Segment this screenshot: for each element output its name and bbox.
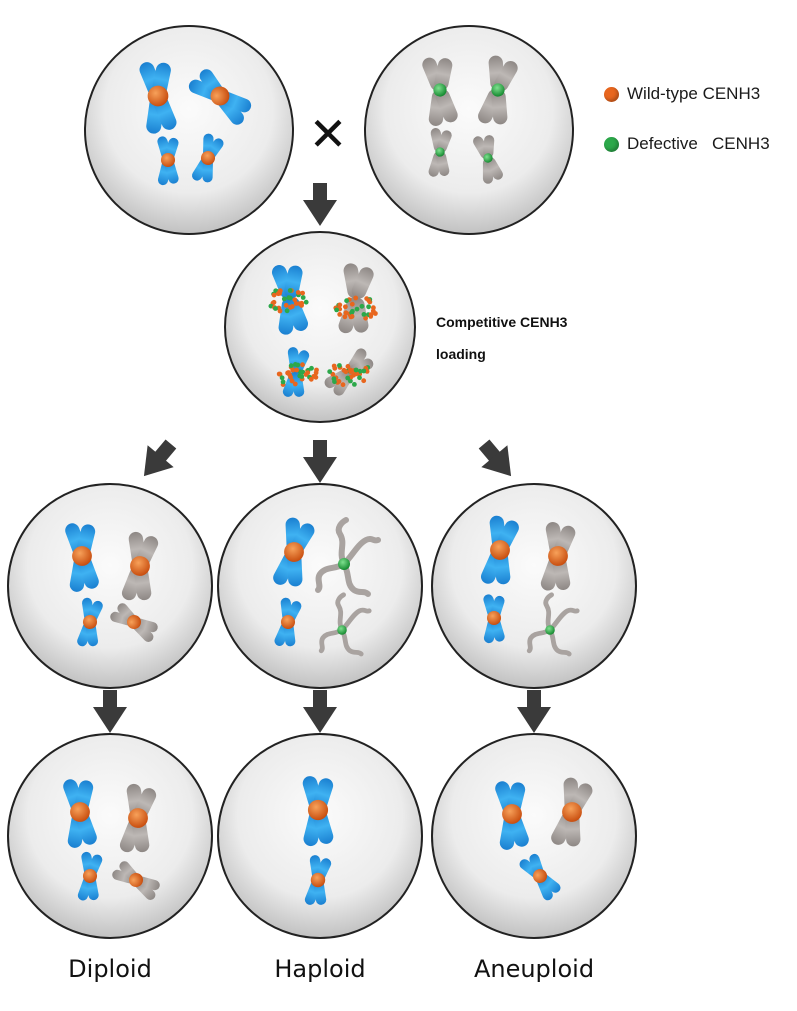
chromosome-paternal-2 [478, 55, 518, 125]
chromosome-dip-int-2 [121, 531, 159, 601]
arrow-aneuploid-down [517, 690, 551, 733]
legend-wildtype-swatch [604, 86, 619, 102]
cell-diploid-intermediate [7, 483, 213, 689]
chromosome-maternal-3 [157, 136, 179, 186]
chromosome-aneu-fin-3 [519, 853, 561, 901]
arrow-haploid-down [303, 690, 337, 733]
chromosome-dip-int-1 [65, 523, 99, 592]
note-line-2: loading [436, 346, 486, 362]
chromosome-aneu-int-4 [526, 592, 580, 657]
legend-defective: Defective CENH3 [604, 134, 770, 154]
cell-paternal-parent [364, 25, 574, 235]
chromosome-dip-int-3 [77, 597, 103, 647]
chromosome-maternal-1 [139, 62, 177, 134]
chromosome-paternal-1 [422, 57, 458, 126]
cell-zygote [224, 231, 416, 423]
chromosome-aneu-fin-1 [495, 781, 529, 850]
chromosome-dip-fin-1 [63, 779, 97, 848]
label-aneuploid: Aneuploid [473, 955, 595, 983]
loading-cloud-4 [327, 363, 371, 388]
chromosome-maternal-4 [191, 133, 224, 183]
loading-cloud-3 [276, 362, 319, 387]
chromosome-hap-int-4 [318, 592, 372, 657]
chromosomes [63, 55, 593, 905]
arrow-zygote-to-aneuploid [478, 439, 512, 477]
cell-maternal-parent [84, 25, 294, 235]
chromosome-paternal-4 [473, 135, 503, 184]
chromosome-dip-fin-3 [77, 851, 103, 901]
chromosome-aneu-int-1 [480, 515, 519, 585]
legend-wildtype: Wild-type CENH3 [604, 84, 760, 104]
cell-aneuploid-intermediate [431, 483, 637, 689]
cross-symbol: ✕ [309, 107, 348, 161]
chromosome-hap-int-1 [273, 517, 315, 587]
competitive-loading-note: Competitive CENH3 loading [436, 306, 626, 370]
arrow-zygote-to-haploid [303, 440, 337, 483]
chromosome-paternal-3 [428, 128, 452, 177]
chromosome-hap-fin-1 [302, 776, 334, 847]
chromosome-hap-int-3 [274, 597, 302, 647]
loading-cloud-1 [268, 288, 309, 314]
label-diploid: Diploid [68, 955, 152, 983]
chromosome-aneu-int-3 [483, 594, 505, 644]
legend-wildtype-label: Wild-type CENH3 [627, 84, 761, 103]
chromosome-dip-fin-4 [112, 861, 160, 900]
legend-defective-swatch [604, 136, 619, 152]
chromosome-maternal-2 [188, 69, 252, 125]
chromosome-dip-int-4 [110, 603, 158, 642]
note-line-1: Competitive CENH3 [436, 314, 568, 330]
arrow-parents-to-zygote [303, 183, 337, 226]
loading-cloud-2 [333, 295, 378, 321]
arrow-zygote-to-diploid [143, 439, 177, 477]
arrow-diploid-down [93, 690, 127, 733]
chromosome-hap-int-2 [315, 517, 381, 597]
chromosome-aneu-int-2 [540, 522, 576, 591]
chromosome-dip-fin-2 [119, 783, 157, 853]
chromosome-aneu-fin-2 [551, 777, 593, 847]
legend-defective-label: Defective CENH3 [627, 134, 770, 153]
chromosome-hap-fin-2 [304, 855, 332, 905]
cell-diploid-final [7, 733, 213, 939]
loading-cenh3-dots [268, 288, 378, 388]
cell-aneuploid-final [431, 733, 637, 939]
label-haploid: Haploid [274, 955, 366, 983]
